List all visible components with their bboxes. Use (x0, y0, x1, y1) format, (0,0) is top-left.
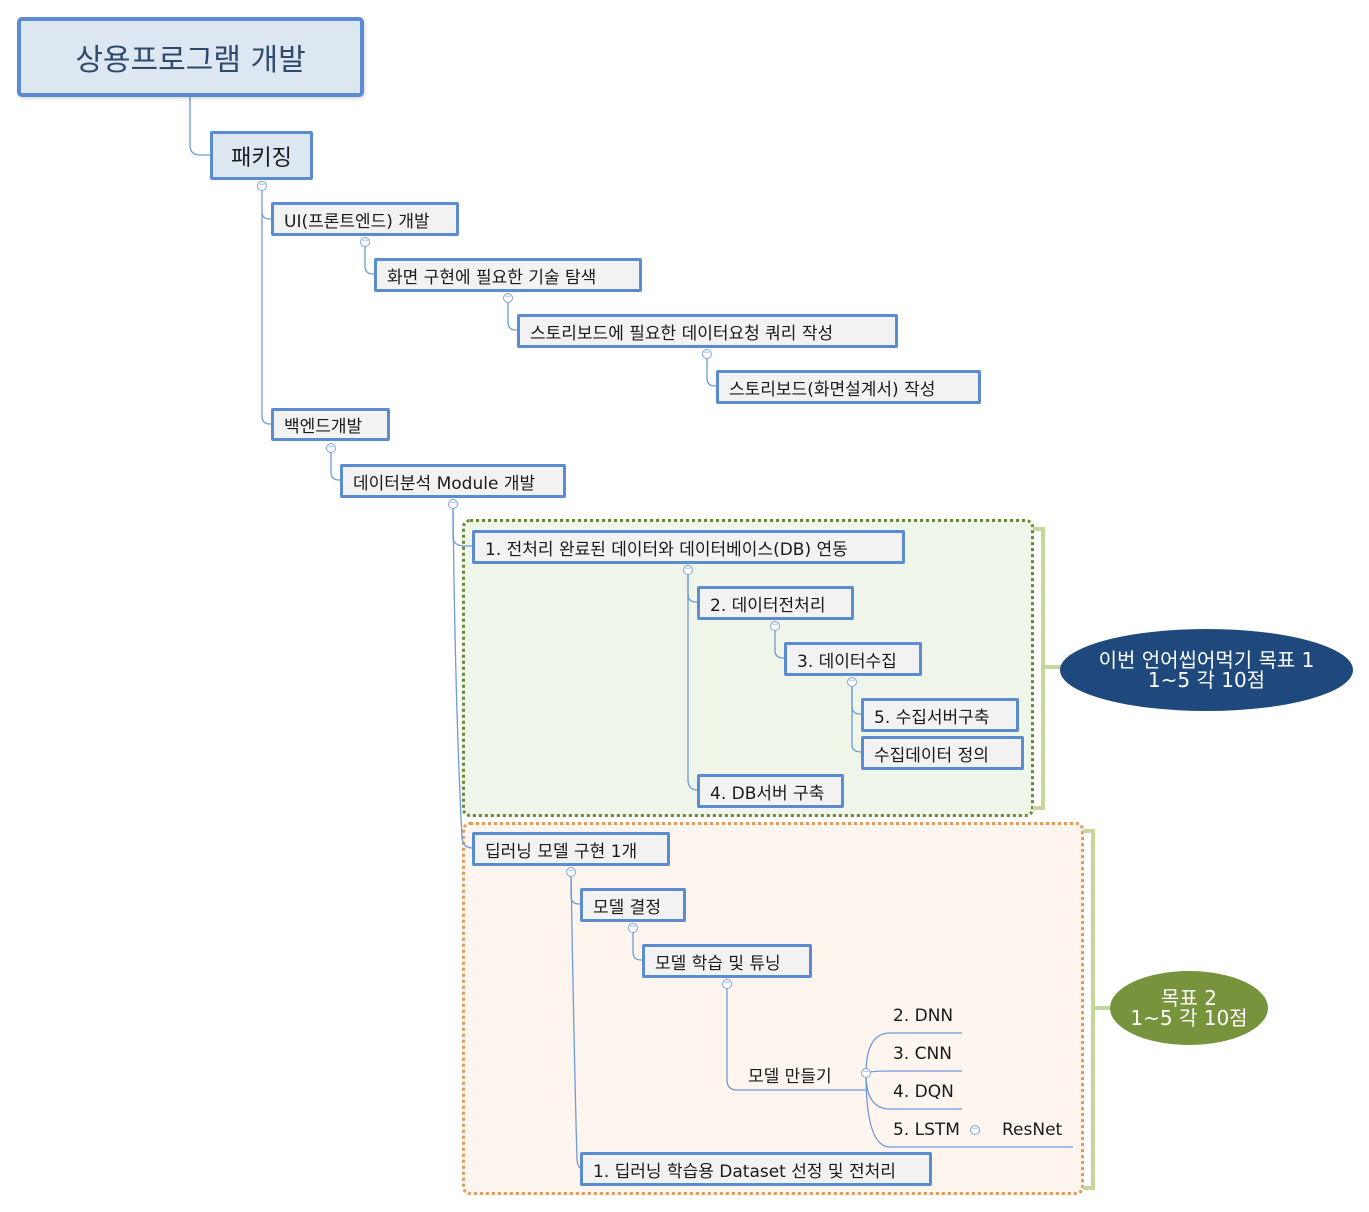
goal1-summary-line2: 1~5 각 10점 (1147, 668, 1266, 692)
goal2-bracket-tick (1095, 1006, 1111, 1010)
packaging-topic-label: 패키징 (231, 145, 292, 171)
collapse-toggle-icon[interactable]: − (683, 564, 693, 575)
collapse-toggle-icon[interactable]: − (702, 348, 712, 359)
collapse-toggle-icon[interactable]: − (257, 180, 267, 191)
resnet-topic[interactable]: ResNet (1002, 1120, 1063, 1140)
db-link-topic[interactable]: 1. 전처리 완료된 데이터와 데이터베이스(DB) 연동 (472, 530, 905, 564)
root-topic[interactable]: 상용프로그램 개발 (17, 17, 364, 97)
goal1-summary-line1: 이번 언어씹어먹기 목표 1 (1098, 648, 1315, 672)
dl-model-label: 딥러닝 모델 구현 1개 (485, 841, 638, 862)
db-server-label: 4. DB서버 구축 (710, 783, 825, 804)
preprocess-topic[interactable]: 2. 데이터전처리 (697, 586, 854, 620)
goal2-boundary (462, 822, 1084, 1195)
collapse-toggle-icon[interactable]: − (861, 1067, 871, 1078)
storyboard-label: 스토리보드(화면설계서) 작성 (729, 379, 936, 400)
goal2-summary-line2: 1~5 각 10점 (1130, 1006, 1248, 1030)
goal1-summary[interactable]: 이번 언어씹어먹기 목표 1 1~5 각 10점 (1060, 629, 1353, 711)
collapse-toggle-icon[interactable]: − (628, 922, 638, 933)
query-label: 스토리보드에 필요한 데이터요청 쿼리 작성 (530, 323, 834, 344)
collapse-toggle-icon[interactable]: − (448, 498, 458, 509)
goal2-summary[interactable]: 목표 2 1~5 각 10점 (1110, 971, 1268, 1045)
dl-model-topic[interactable]: 딥러닝 모델 구현 1개 (472, 832, 670, 866)
train-tune-label: 모델 학습 및 튜닝 (655, 953, 781, 974)
collect-server-label: 5. 수집서버구축 (874, 707, 990, 728)
dataset-topic[interactable]: 1. 딥러닝 학습용 Dataset 선정 및 전처리 (580, 1152, 932, 1186)
collapse-toggle-icon[interactable]: − (847, 676, 857, 687)
model-select-label: 모델 결정 (593, 897, 661, 918)
dqn-topic[interactable]: 4. DQN (893, 1082, 954, 1102)
collect-define-topic[interactable]: 수집데이터 정의 (861, 736, 1024, 770)
train-tune-topic[interactable]: 모델 학습 및 튜닝 (642, 944, 812, 978)
goal1-bracket (1033, 527, 1045, 810)
dnn-topic[interactable]: 2. DNN (893, 1006, 954, 1026)
cnn-topic[interactable]: 3. CNN (893, 1044, 952, 1064)
collapse-toggle-icon[interactable]: − (770, 620, 780, 631)
make-model-topic[interactable]: 모델 만들기 (748, 1067, 832, 1087)
ui-dev-label: UI(프론트엔드) 개발 (284, 211, 430, 232)
db-server-topic[interactable]: 4. DB서버 구축 (697, 774, 844, 808)
collapse-toggle-icon[interactable]: − (360, 236, 370, 247)
query-topic[interactable]: 스토리보드에 필요한 데이터요청 쿼리 작성 (517, 314, 898, 348)
goal1-bracket-tick (1045, 665, 1061, 669)
collect-label: 3. 데이터수집 (797, 651, 897, 672)
root-topic-label: 상용프로그램 개발 (75, 43, 306, 78)
preprocess-label: 2. 데이터전처리 (710, 595, 826, 616)
analysis-module-topic[interactable]: 데이터분석 Module 개발 (340, 464, 566, 498)
collect-topic[interactable]: 3. 데이터수집 (784, 642, 922, 676)
ui-dev-topic[interactable]: UI(프론트엔드) 개발 (271, 202, 459, 236)
backend-label: 백엔드개발 (284, 417, 363, 437)
collect-server-topic[interactable]: 5. 수집서버구축 (861, 698, 1019, 732)
lstm-topic[interactable]: 5. LSTM (893, 1120, 960, 1140)
tech-research-topic[interactable]: 화면 구현에 필요한 기술 탐색 (374, 258, 642, 292)
model-select-topic[interactable]: 모델 결정 (580, 888, 686, 922)
goal2-bracket (1083, 829, 1095, 1190)
backend-topic[interactable]: 백엔드개발 (271, 408, 390, 441)
collapse-toggle-icon[interactable]: − (566, 866, 576, 877)
packaging-topic[interactable]: 패키징 (210, 131, 313, 180)
storyboard-topic[interactable]: 스토리보드(화면설계서) 작성 (716, 370, 981, 404)
collect-define-label: 수집데이터 정의 (874, 745, 989, 766)
tech-research-label: 화면 구현에 필요한 기술 탐색 (387, 267, 597, 288)
analysis-module-label: 데이터분석 Module 개발 (353, 473, 536, 494)
goal2-summary-line1: 목표 2 (1161, 986, 1217, 1010)
dataset-label: 1. 딥러닝 학습용 Dataset 선정 및 전처리 (593, 1161, 896, 1182)
collapse-toggle-icon[interactable]: − (970, 1124, 980, 1135)
collapse-toggle-icon[interactable]: − (503, 292, 513, 303)
collapse-toggle-icon[interactable]: − (326, 442, 336, 453)
collapse-toggle-icon[interactable]: − (722, 978, 732, 989)
db-link-label: 1. 전처리 완료된 데이터와 데이터베이스(DB) 연동 (485, 539, 848, 560)
